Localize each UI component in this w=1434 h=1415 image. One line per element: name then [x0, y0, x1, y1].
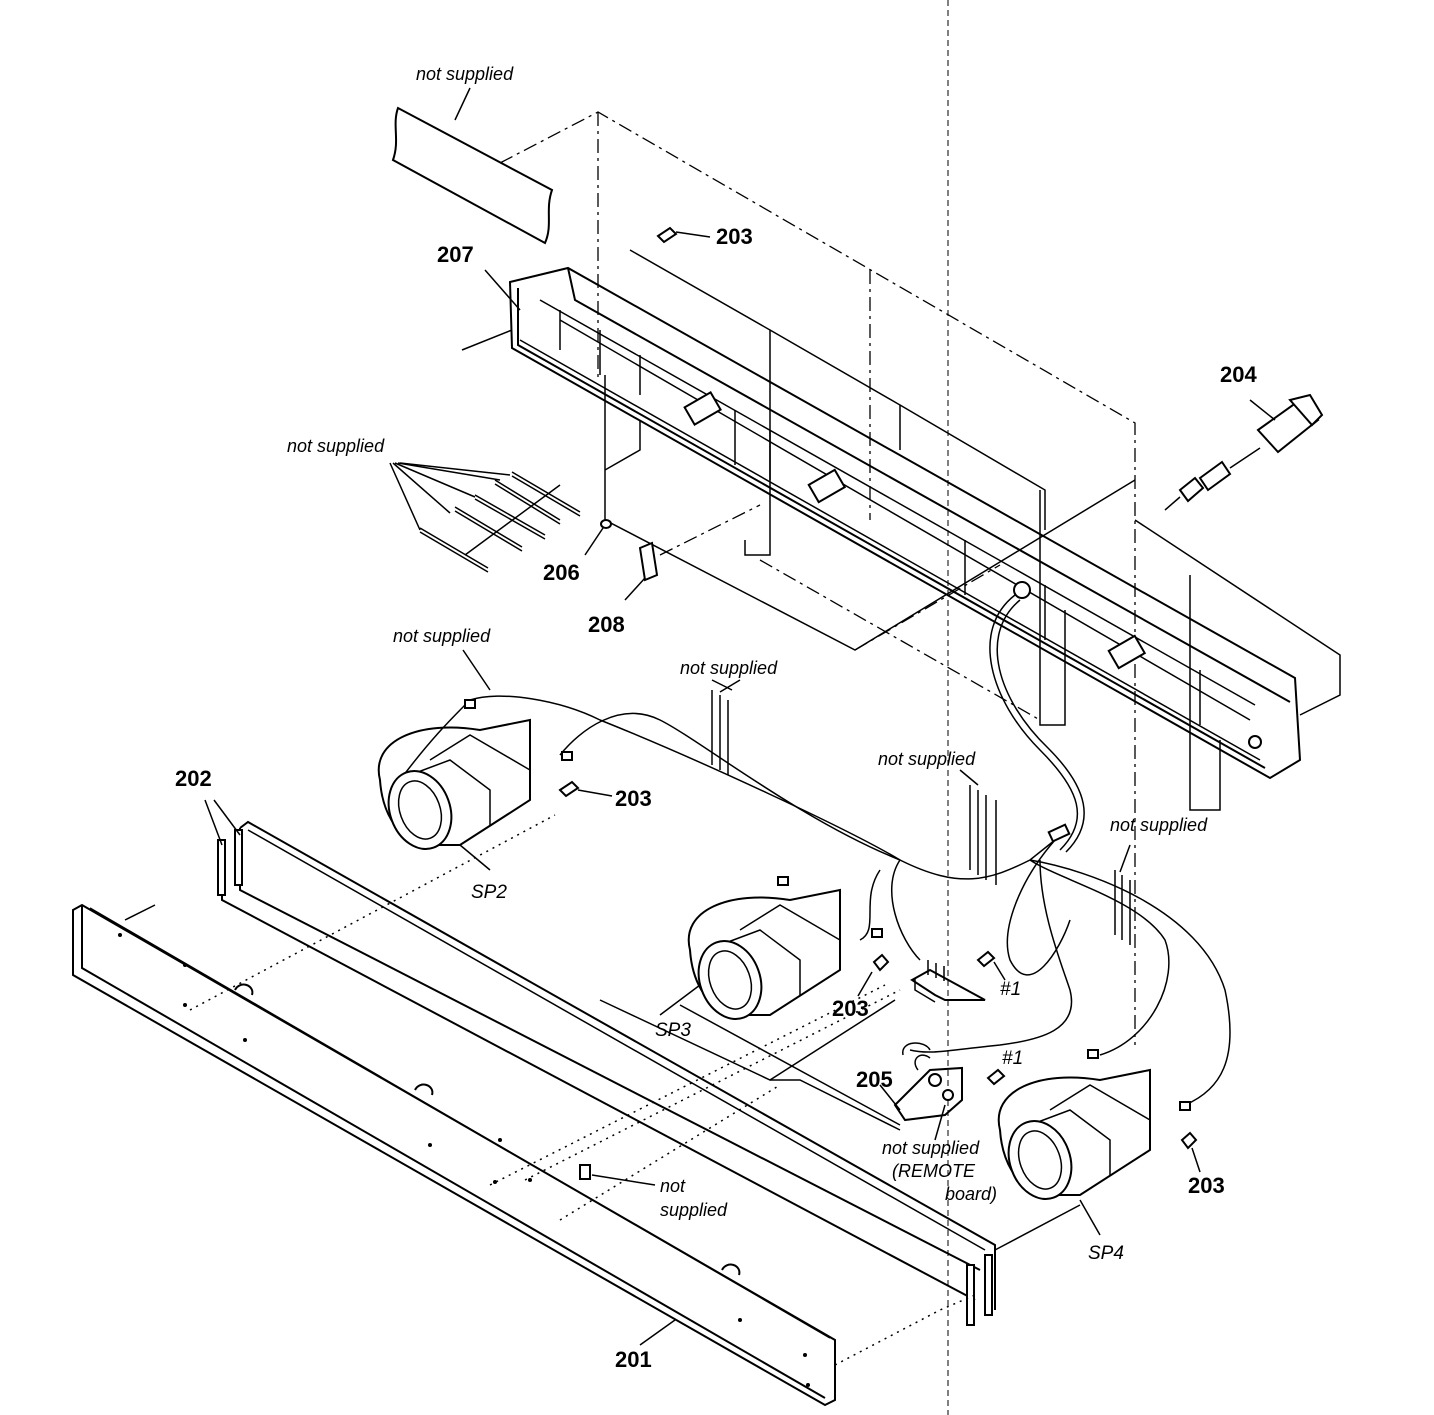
label-sp4: SP4: [1088, 1243, 1124, 1264]
label-part-204: 204: [1220, 362, 1257, 387]
strip-far-right-not-supplied: [1114, 844, 1131, 945]
label-remote-board: board): [945, 1184, 997, 1204]
label-not-supplied-brackets: not supplied: [287, 436, 385, 456]
screw-203-sp2: [558, 780, 613, 798]
leader-lines: [204, 87, 1276, 1346]
speaker-sp2: [189, 718, 556, 1011]
label-screw-1-lower: #1: [1002, 1048, 1023, 1069]
label-not-supplied-strip-right: not supplied: [878, 749, 976, 769]
label-sp3: SP3: [655, 1020, 691, 1041]
label-sp2: SP2: [471, 882, 507, 903]
top-cover-part: [391, 106, 554, 245]
label-not-supplied-cover: not supplied: [416, 64, 514, 84]
label-remote-open: (REMOTE: [892, 1161, 976, 1181]
label-part-203-sp4: 203: [1188, 1173, 1225, 1198]
label-part-202: 202: [175, 766, 212, 791]
label-not-supplied-strip-far-right: not supplied: [1110, 815, 1208, 835]
label-part-207: 207: [437, 242, 474, 267]
speaker-sp3: [687, 888, 841, 1020]
wiring-harness: [399, 594, 1231, 1111]
label-screw-1-upper: #1: [1000, 979, 1021, 1000]
screw-203-top: [656, 226, 711, 244]
label-part-203-sp2: 203: [615, 786, 652, 811]
mounting-bracket: [910, 960, 986, 1003]
label-not-supplied-strip-center: not supplied: [680, 658, 778, 678]
label-not-supplied-wire: not supplied: [393, 626, 491, 646]
label-part-208: 208: [588, 612, 625, 637]
label-part-201: 201: [615, 1347, 652, 1372]
speaker-sp4: [997, 1068, 1151, 1200]
label-part-203-top: 203: [716, 224, 753, 249]
remote-board-205: [893, 1042, 963, 1122]
top-back-frame: [604, 249, 1341, 811]
washer-206: [584, 519, 612, 556]
label-supplied: supplied: [660, 1200, 728, 1220]
label-not: not: [660, 1176, 686, 1196]
cable-plug-204: [1164, 393, 1324, 511]
label-part-206: 206: [543, 560, 580, 585]
middle-projection-frame: [489, 984, 1081, 1251]
brackets-not-supplied: [389, 462, 581, 573]
housing-207: [508, 266, 1302, 780]
screw-203-sp3: [857, 953, 890, 997]
inner-frame-202: [217, 820, 996, 1326]
label-not-supplied-remote: not supplied: [882, 1138, 980, 1158]
screw-203-sp4: [1180, 1131, 1201, 1173]
strip-center-not-supplied: [711, 679, 741, 775]
label-part-205: 205: [856, 1067, 893, 1092]
screw-1-lower: [986, 1068, 1006, 1086]
front-panel-201: [72, 903, 976, 1407]
tag-208: [624, 504, 761, 601]
strip-right-not-supplied: [959, 769, 997, 885]
screw-1-upper: [976, 950, 1006, 981]
label-part-203-sp3: 203: [832, 996, 869, 1021]
